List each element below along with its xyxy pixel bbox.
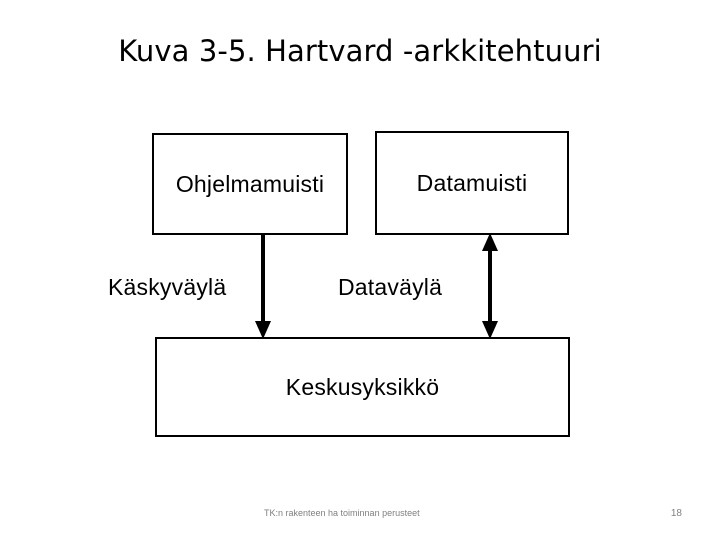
footer-text: TK:n rakenteen ha toiminnan perusteet [264,508,420,518]
page-title: Kuva 3-5. Hartvard -arkkitehtuuri [118,34,602,68]
diagram-node-cpu: Keskusyksikkö [155,337,576,443]
diagram-node-program-memory: Ohjelmamuisti [152,133,354,241]
diagram-node-label: Keskusyksikkö [285,373,440,400]
diagram-node-label: Ohjelmamuisti [175,170,325,197]
arrow-down-icon-instruction-bus [255,233,271,339]
bus-label-data: Dataväylä [338,274,443,300]
diagram-node-label: Datamuisti [416,169,528,196]
slide-footer: TK:n rakenteen ha toiminnan perusteet 18 [0,508,720,528]
footer-page-number: 18 [670,508,682,519]
bus-label-instruction: Käskyväylä [108,274,227,300]
diagram-node-data-memory: Datamuisti [375,131,575,241]
arrow-bidirectional-icon-data-bus [482,233,498,339]
